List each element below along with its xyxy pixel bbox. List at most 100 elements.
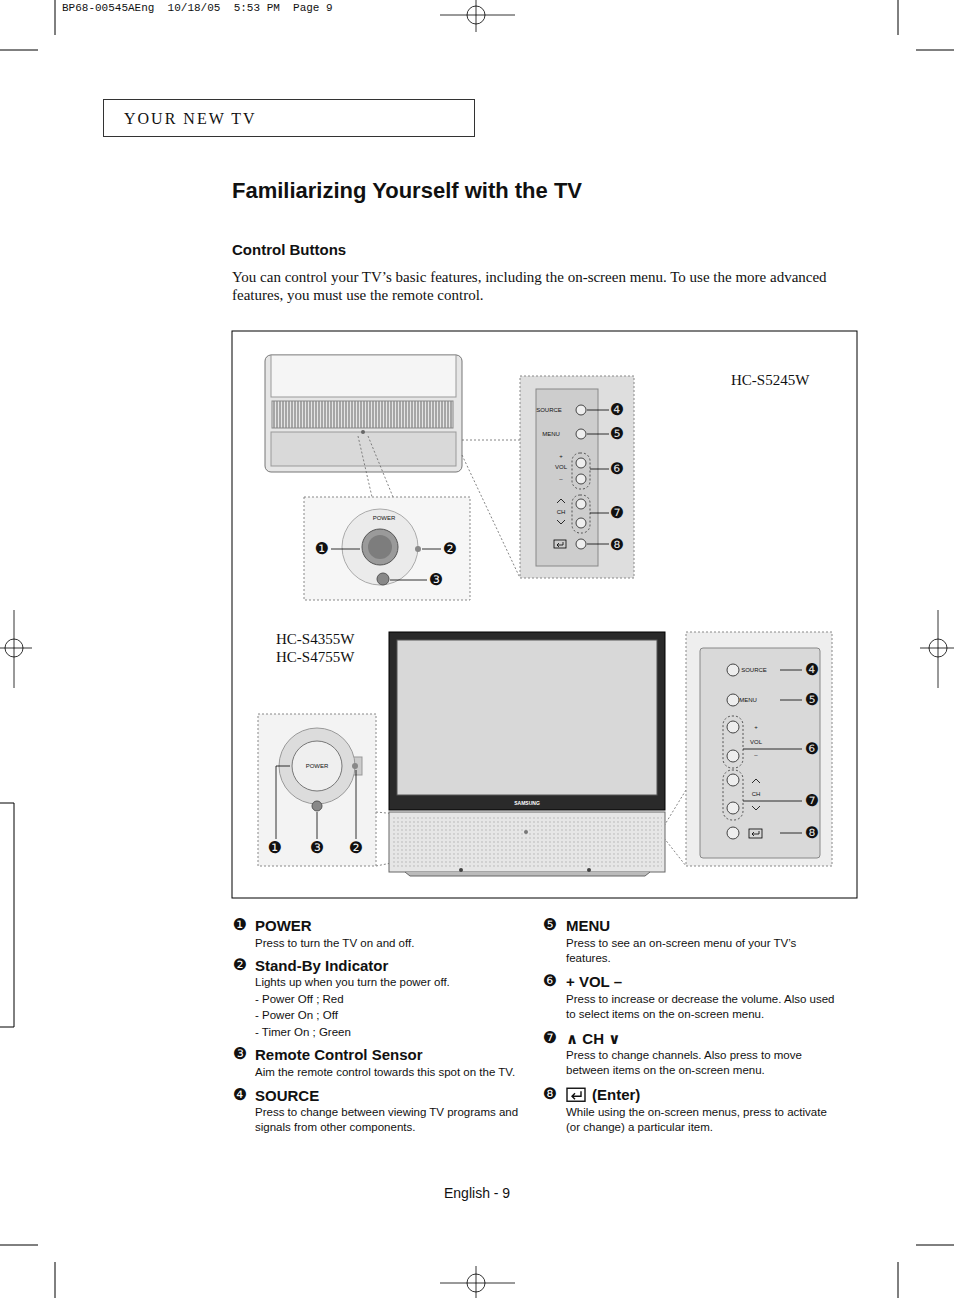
button-label: CH [752,791,761,797]
crop-marks [55,0,56,35]
figure-frame [232,331,857,898]
callout-number: ❽ [543,1086,557,1102]
enter-icon [567,1088,585,1101]
button-label: + [754,724,758,730]
button-panel-bottom [752,779,760,783]
callout-number: ❶ [233,917,247,933]
power-inset-bottom [292,741,342,791]
power-inset-bottom [258,714,376,866]
callout-number: ❺ [543,917,557,933]
tv-bottom-model [405,872,650,876]
crop-marks [898,1262,899,1298]
item-heading: Stand-By Indicator [255,957,388,974]
callout-number: ❻ [610,461,624,477]
button-panel-top [576,474,586,484]
callout-number: ❹ [233,1087,247,1103]
crop-marks [55,1262,56,1298]
button-label: MENU [739,697,757,703]
leader-lines [368,436,393,497]
callout-number: ❹ [610,402,624,418]
registration-marks [14,610,15,688]
button-panel-top [554,540,566,548]
registration-marks [440,15,515,16]
button-panel-bottom [727,802,739,814]
tv-bottom-model [389,812,665,872]
power-inset-top [331,549,441,580]
item-description: Press to change between viewing TV progr… [255,1105,535,1135]
page-title: Familiarizing Yourself with the TV [232,178,582,204]
registration-marks [476,0,477,32]
brand-logo: SAMSUNG [514,801,540,806]
button-panel-bottom [686,632,832,866]
button-label: SOURCE [536,407,562,413]
callout-number: ❶ [315,541,329,557]
item-description: - Power Off ; Red [255,992,535,1007]
registration-marks [938,610,939,688]
button-label: MENU [542,431,560,437]
button-panel: SOURCEMENU+VOL–CH [536,389,598,566]
registration-marks [920,648,954,649]
print-slug: BP68-00545AEng 10/18/05 5:53 PM Page 9 [62,2,333,15]
button-panel-bottom [743,749,802,750]
callout-number: ❻ [543,973,557,989]
button-panel-top [576,429,586,439]
power-inset-bottom [352,763,358,769]
leader-lines [462,440,520,441]
crop-marks [898,0,899,35]
leader-lines [664,790,686,826]
button-panel-top [590,469,609,470]
button-panel-top [587,544,609,545]
button-panel-top [557,499,565,503]
item-heading: + VOL – [566,973,622,990]
tv-top-model [271,355,456,397]
button-panel-bottom [686,632,832,866]
button-panel-bottom [743,670,802,838]
item-description: Lights up when you turn the power off. [255,975,535,990]
tv-top-model [361,430,365,434]
item-description: Press to turn the TV on and off. [255,936,535,951]
model-name: HC-S4355W [276,631,354,648]
callout-number: ❹ [805,662,819,678]
item-description: Press to change channels. Also press to … [566,1048,841,1078]
power-inset-bottom [356,770,357,839]
page-number: English - 9 [444,1186,510,1201]
item-description: Aim the remote control towards this spot… [255,1065,535,1080]
button-panel-bottom [700,648,820,858]
registration-marks [0,648,32,649]
power-inset-top [304,497,470,600]
power-inset-bottom [276,766,356,839]
button-label: POWER [306,763,329,769]
button-panel-top [576,539,586,549]
item-description: While using the on-screen menus, press t… [566,1105,841,1135]
crop-marks [916,1245,954,1246]
button-label: CH [557,509,566,515]
crop-marks [916,50,954,51]
tv-bottom-model [392,815,662,869]
callout-number: ❺ [610,426,624,442]
tv-bottom-model [524,830,528,834]
button-panel-top [576,458,586,468]
button-panel-bottom [780,670,802,671]
item-description: - Timer On ; Green [255,1025,535,1040]
item-heading: (Enter) [592,1086,640,1103]
callout-number: ❻ [805,741,819,757]
item-description: Press to increase or decrease the volume… [566,992,841,1022]
power-inset-top [362,529,398,565]
button-panel-bottom [780,833,802,834]
button-panel-top [536,389,598,566]
item-description: - Power On ; Off [255,1008,535,1023]
button-panel-bottom [727,774,739,786]
button-panel-top [576,499,586,509]
intro-paragraph: You can control your TV’s basic features… [232,268,832,304]
item-heading: POWER [255,917,312,934]
button-panel-bottom [727,750,739,762]
model-name: HC-S4755W [276,649,354,666]
power-inset-top [422,549,441,550]
registration-marks [440,1283,515,1284]
button-panel-top [520,376,634,578]
button-panel-bottom [727,721,739,733]
button-panel-bottom [727,827,739,839]
callout-number: ❼ [543,1030,557,1046]
callout-number: ❸ [429,572,443,588]
